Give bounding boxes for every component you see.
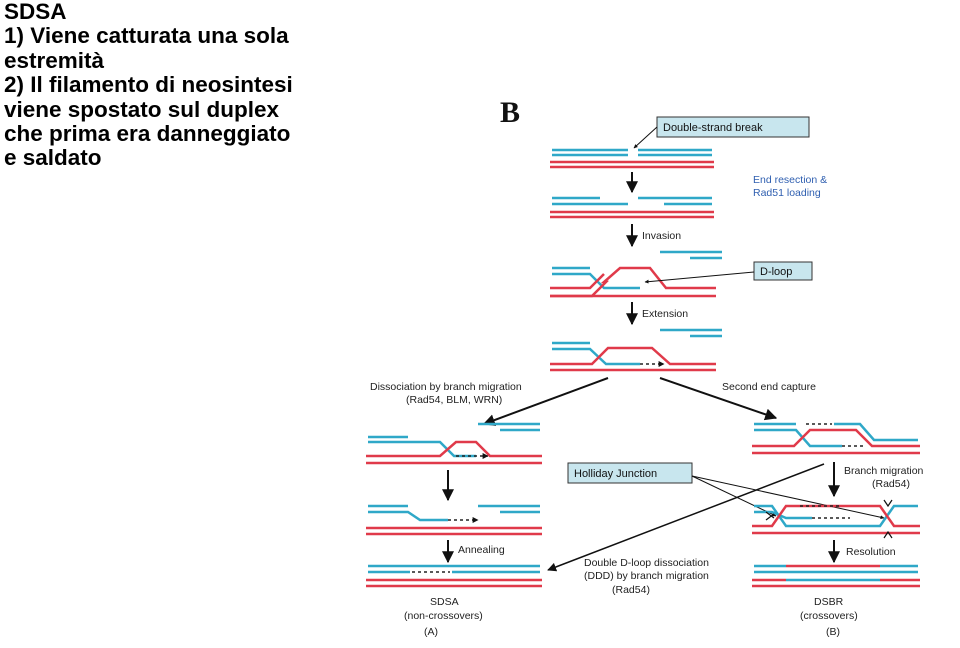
- ddd-label-3: (Rad54): [612, 584, 650, 596]
- dsbr-stage-2: [752, 504, 920, 535]
- stage-dsb: [550, 148, 714, 169]
- sdsa-final: [366, 564, 542, 588]
- second-end-capture-label: Second end capture: [722, 381, 816, 393]
- holliday-junction-box: [567, 462, 693, 484]
- stage-invasion: [550, 250, 722, 298]
- branch-migration-label-2: (Rad54): [872, 478, 910, 490]
- dsb-pointer: [633, 126, 658, 149]
- slide-text-block: SDSA 1) Viene catturata una sola estremi…: [4, 0, 354, 171]
- slide-title: SDSA: [4, 0, 67, 24]
- dsbr-result-letter: (B): [826, 626, 840, 638]
- dissociation-label-2: (Rad54, BLM, WRN): [406, 394, 502, 406]
- annealing-label: Annealing: [458, 544, 505, 556]
- ddd-label-2: (DDD) by branch migration: [584, 570, 709, 582]
- slide-line-5: che prima era danneggiato: [4, 121, 291, 147]
- sdsa-stage-1: [366, 422, 542, 465]
- hj-pointer-right: [691, 475, 885, 520]
- end-resection-label-1: End resection &: [753, 174, 827, 186]
- stage-extension: [550, 328, 722, 372]
- resolution-label: Resolution: [846, 546, 896, 558]
- sdsa-result-title: SDSA: [430, 596, 459, 608]
- arrow-to-dsbr: [659, 377, 778, 421]
- dsbr-result-title: DSBR: [814, 596, 844, 608]
- end-resection-label-2: Rad51 loading: [753, 187, 821, 199]
- panel-letter-b: B: [500, 96, 520, 129]
- d-loop-pointer: [644, 271, 755, 284]
- dsb-box-label: Double-strand break: [663, 122, 763, 134]
- d-loop-box: [753, 261, 813, 281]
- slide-line-2: estremità: [4, 47, 105, 73]
- ddd-label-1: Double D-loop dissociation: [584, 557, 709, 569]
- dsbr-final: [752, 564, 920, 588]
- holliday-junction-box-label: Holliday Junction: [574, 468, 657, 480]
- extension-label: Extension: [642, 308, 688, 320]
- slide-line-3: 2) Il filamento di neosintesi: [4, 72, 293, 98]
- dissociation-label-1: Dissociation by branch migration: [370, 381, 522, 393]
- slide-line-1: 1) Viene catturata una sola: [4, 23, 289, 49]
- dsbr-stage-1: [752, 422, 920, 455]
- branch-migration-label-1: Branch migration: [844, 465, 924, 477]
- d-loop-box-label: D-loop: [760, 266, 792, 278]
- dsbr-result-sub: (crossovers): [800, 610, 858, 622]
- slide-line-4: viene spostato sul duplex: [4, 96, 280, 122]
- stage-resection: [550, 196, 714, 219]
- arrow-to-sdsa: [482, 377, 609, 426]
- slide-line-6: e saldato: [4, 145, 102, 171]
- sdsa-result-sub: (non-crossovers): [404, 610, 483, 622]
- sdsa-result-letter: (A): [424, 626, 438, 638]
- hj-pointer-left: [691, 475, 777, 517]
- invasion-label: Invasion: [642, 230, 681, 242]
- sdsa-stage-2: [366, 504, 542, 536]
- scissors-icon: [765, 499, 893, 539]
- ddd-arrow: [547, 463, 825, 572]
